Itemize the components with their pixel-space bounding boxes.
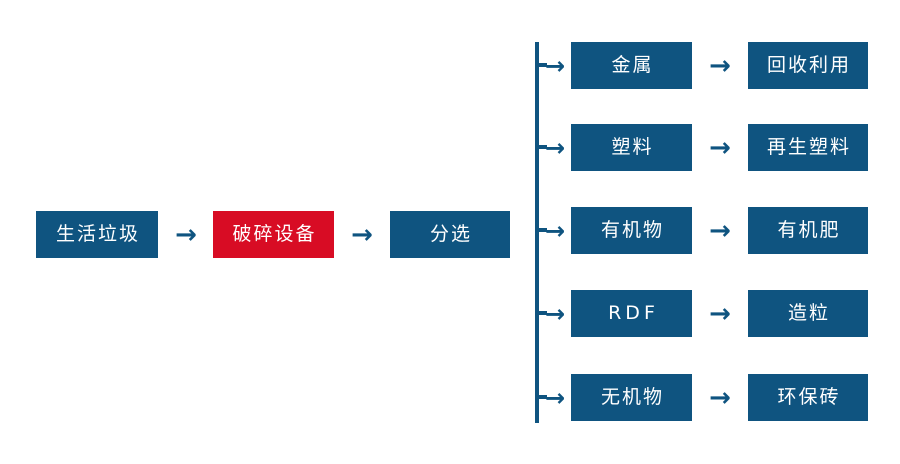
- arrow-right-icon-branch-rdf: →: [544, 299, 566, 328]
- node-product-inorganic[interactable]: 环保砖: [748, 374, 868, 421]
- branch-stub-inorganic: [535, 395, 547, 399]
- arrow-right-icon-main-1: →: [175, 219, 197, 250]
- arrow-right-icon-mid-plastic: →: [709, 132, 731, 163]
- node-product-rdf[interactable]: 造粒: [748, 290, 868, 337]
- node-material-rdf[interactable]: RDF: [571, 290, 692, 337]
- node-msw[interactable]: 生活垃圾: [36, 211, 158, 258]
- node-crusher[interactable]: 破碎设备: [213, 211, 334, 258]
- arrow-right-icon-branch-inorganic: →: [544, 383, 566, 412]
- branch-stub-metal: [535, 63, 547, 67]
- branch-stub-plastic: [535, 145, 547, 149]
- node-product-plastic[interactable]: 再生塑料: [748, 124, 868, 171]
- arrow-right-icon-branch-organic: →: [544, 216, 566, 245]
- arrow-right-icon-mid-metal: →: [709, 50, 731, 81]
- arrow-right-icon-mid-inorganic: →: [709, 382, 731, 413]
- arrow-right-icon-mid-organic: →: [709, 215, 731, 246]
- branch-stub-rdf: [535, 311, 547, 315]
- node-material-metal[interactable]: 金属: [571, 42, 692, 89]
- arrow-right-icon-main-2: →: [351, 219, 373, 250]
- node-product-metal[interactable]: 回收利用: [748, 42, 868, 89]
- node-sorting[interactable]: 分选: [390, 211, 510, 258]
- node-material-plastic[interactable]: 塑料: [571, 124, 692, 171]
- node-material-organic[interactable]: 有机物: [571, 207, 692, 254]
- node-product-organic[interactable]: 有机肥: [748, 207, 868, 254]
- arrow-right-icon-branch-metal: →: [544, 51, 566, 80]
- arrow-right-icon-branch-plastic: →: [544, 133, 566, 162]
- trunk-connector-line: [535, 42, 539, 423]
- node-material-inorganic[interactable]: 无机物: [571, 374, 692, 421]
- arrow-right-icon-mid-rdf: →: [709, 298, 731, 329]
- branch-stub-organic: [535, 228, 547, 232]
